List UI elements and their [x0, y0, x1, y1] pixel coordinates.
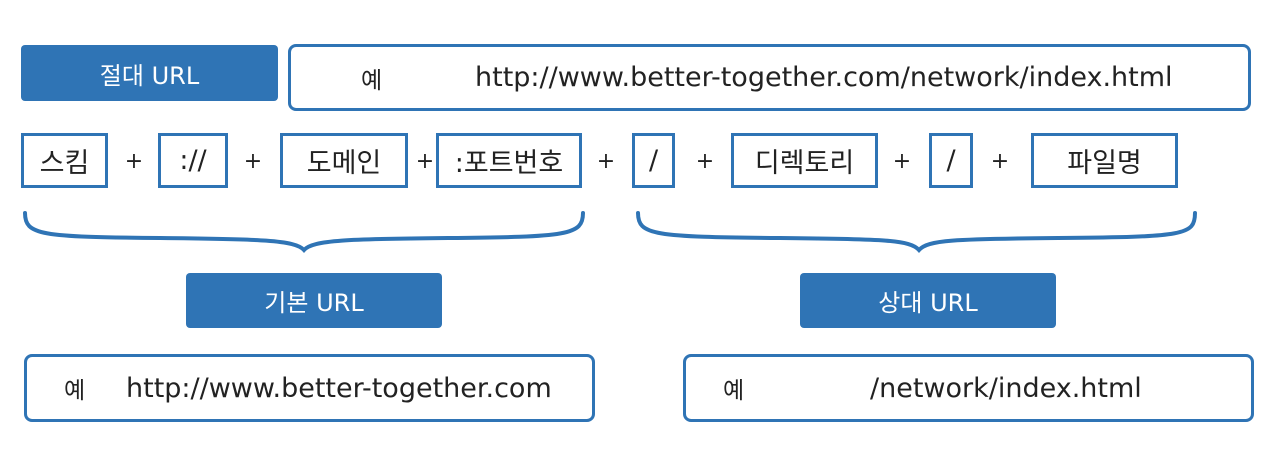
relative-url-label: 상대 URL [800, 273, 1056, 328]
part-domain: 도메인 [280, 133, 408, 188]
part-filename-label: 파일명 [1067, 148, 1142, 179]
absolute-url-example-prefix: 예 [361, 67, 383, 94]
part-slash-1: / [632, 133, 675, 188]
base-url-brace [23, 211, 585, 253]
part-slash-2: / [929, 133, 973, 188]
relative-url-label-text: 상대 URL [878, 289, 978, 317]
part-scheme-label: 스킴 [39, 148, 90, 179]
relative-url-example-box: 예 /network/index.html [683, 354, 1254, 422]
base-url-example-prefix: 예 [64, 378, 86, 404]
plus-sign-2: + [243, 148, 263, 174]
base-url-label-text: 기본 URL [264, 289, 364, 317]
plus-sign-7: + [990, 148, 1010, 174]
part-separator-label: :// [179, 145, 207, 176]
relative-url-brace [636, 211, 1197, 253]
part-directory: 디렉토리 [731, 133, 878, 188]
part-slash-2-label: / [946, 145, 956, 176]
absolute-url-example-value: http://www.better-together.com/network/i… [475, 62, 1173, 93]
absolute-url-label-text: 절대 URL [99, 61, 200, 90]
plus-sign-5: + [695, 148, 715, 174]
part-separator: :// [158, 133, 228, 188]
plus-sign-6: + [892, 148, 912, 174]
part-domain-label: 도메인 [306, 148, 382, 179]
part-port: :포트번호 [436, 133, 582, 188]
base-url-label: 기본 URL [186, 273, 442, 328]
base-url-example-value: http://www.better-together.com [126, 372, 552, 404]
plus-sign-4: + [596, 148, 616, 174]
part-slash-1-label: / [648, 145, 659, 176]
plus-sign-1: + [124, 148, 144, 174]
part-directory-label: 디렉토리 [754, 148, 855, 179]
part-filename: 파일명 [1031, 133, 1178, 188]
absolute-url-example-box: 예 http://www.better-together.com/network… [288, 44, 1251, 111]
relative-url-example-value: /network/index.html [870, 372, 1142, 404]
plus-sign-3: + [415, 148, 435, 174]
relative-url-example-prefix: 예 [723, 378, 745, 404]
base-url-example-box: 예 http://www.better-together.com [24, 354, 595, 422]
part-scheme: 스킴 [21, 133, 108, 188]
part-port-label: :포트번호 [454, 148, 564, 179]
absolute-url-label: 절대 URL [21, 45, 278, 101]
